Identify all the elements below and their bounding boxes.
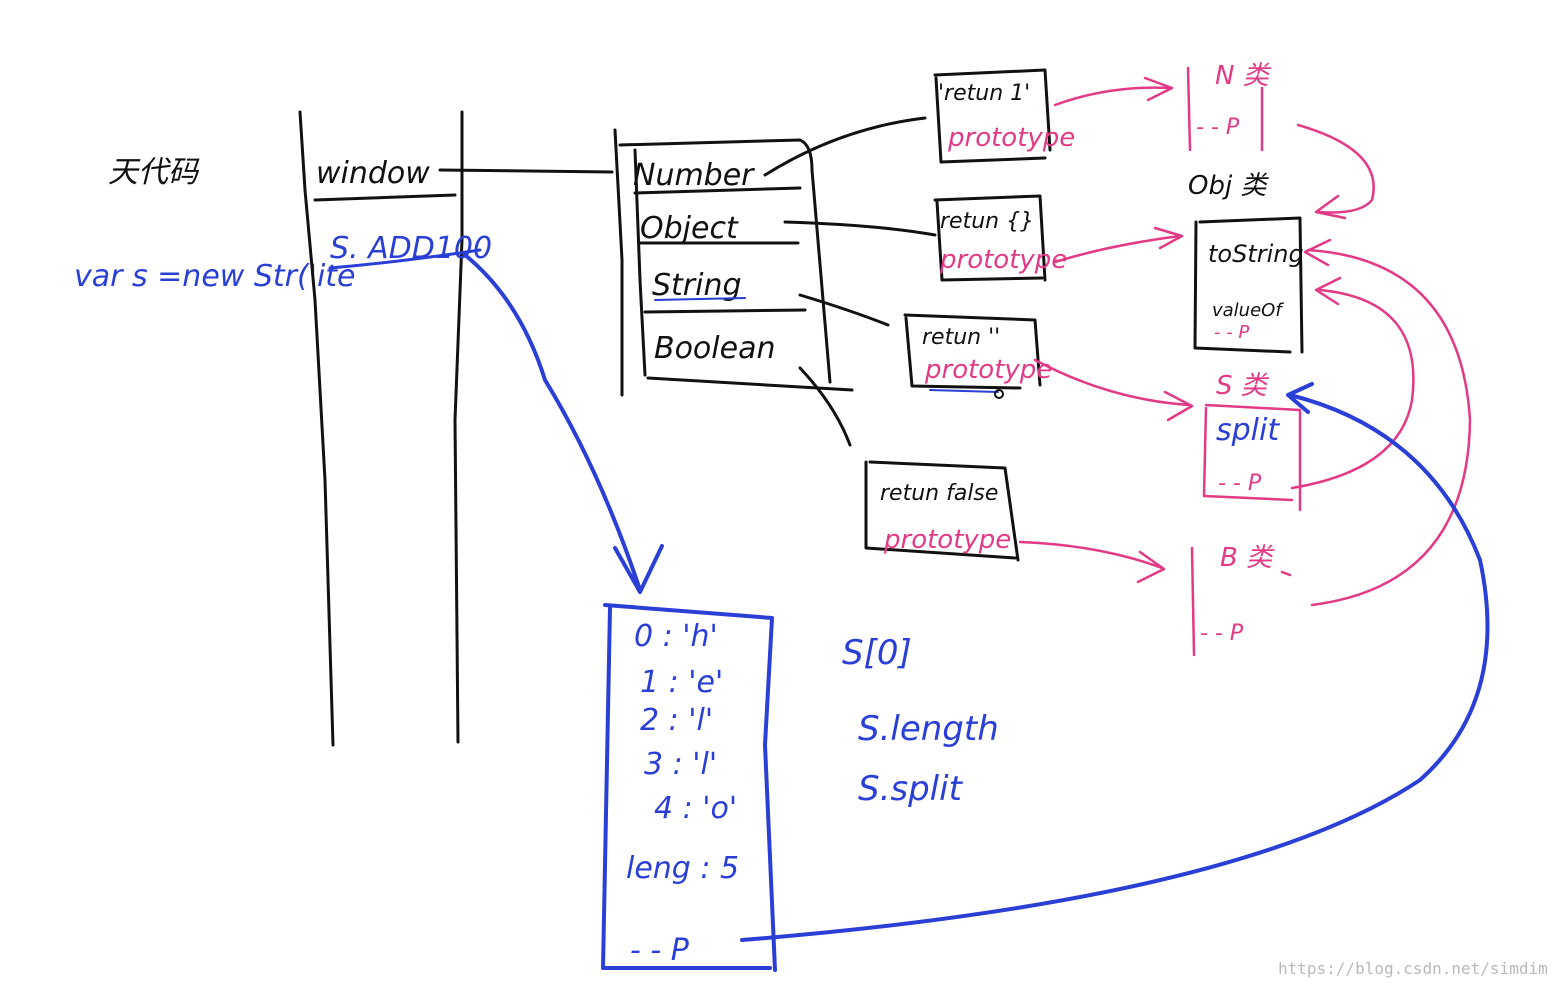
proto-chain-curves [1290,123,1472,607]
boolean-prototype-proto-ref: - - P [1200,621,1244,646]
number-to-function-line [763,116,927,177]
object-prototype-label: Obj 类 [1188,171,1269,201]
function-body-boolean: retun false [880,481,998,506]
watermark: https://blog.csdn.net/simdim [1278,959,1548,978]
prototype-arrows [1018,76,1194,584]
function-body-object: retun {} [940,209,1034,234]
cursor-dot-icon [994,389,1004,399]
object-prototype: Obj 类 toString valueOf - - P [1188,171,1304,354]
window-label: window [316,156,430,191]
instance-proto-arrow [740,382,1490,942]
entry-0: 0 : 'h' [634,619,718,654]
constructor-boolean: Boolean [654,331,775,366]
function-body-number: 'retun 1' [938,81,1030,106]
entry-4: 4 : 'o' [654,791,737,826]
function-box-boolean: retun false prototype [864,460,1020,562]
number-prototype: N 类 - - P [1186,61,1272,152]
prototype-label-number: prototype [947,123,1075,153]
boolean-prototype-label: B 类 [1220,543,1275,573]
boolean-prototype: B 类 - - P [1190,543,1292,657]
new-string-arrow [463,253,664,594]
function-box-string: retun '' prototype [903,313,1052,399]
code-line: var s =new Str('ite [74,259,356,294]
string-prototype-label: S 类 [1216,371,1270,401]
entry-2: 2 : 'l' [640,703,713,738]
window-column: window S. ADD100 [298,110,492,747]
string-to-function-line [798,293,890,327]
string-prototype-proto-ref: - - P [1218,471,1262,496]
boolean-to-function-line [798,366,852,447]
entry-3: 3 : 'l' [644,747,717,782]
prototype-label-string: prototype [924,355,1052,385]
prototype-label-object: prototype [939,245,1067,275]
method-split: split [1216,413,1280,448]
method-valueof: valueOf [1212,300,1284,321]
method-tostring: toString [1208,240,1304,268]
entry-1: 1 : 'e' [640,665,723,700]
constructor-list: Number Object String Boolean [613,128,854,397]
number-prototype-proto-ref: - - P [1196,115,1240,140]
constructor-object: Object [640,211,739,246]
prototype-label-boolean: prototype [883,525,1011,555]
string-object: 0 : 'h' 1 : 'e' 2 : 'l' 3 : 'l' 4 : 'o' … [601,603,777,972]
access-examples: S[0] S.length S.split [842,633,999,809]
access-example-length: S.length [858,709,999,749]
constructor-string: String [652,268,742,303]
object-to-function-line [783,220,937,237]
access-example-index: S[0] [842,633,912,673]
access-example-split: S.split [858,769,964,809]
string-object-proto-ref: - - P [630,933,690,968]
function-body-string: retun '' [922,325,1000,350]
length-entry: leng : 5 [626,851,739,886]
object-prototype-proto-ref: - - P [1214,322,1249,343]
window-to-constructors-line [438,168,614,174]
function-box-object: retun {} prototype [933,194,1067,282]
function-box-number: 'retun 1' prototype [933,68,1075,164]
constructor-number: Number [633,158,755,193]
browser-label: 天代码 [108,155,200,190]
string-prototype: S 类 split - - P [1202,371,1302,512]
number-prototype-label: N 类 [1215,61,1272,91]
